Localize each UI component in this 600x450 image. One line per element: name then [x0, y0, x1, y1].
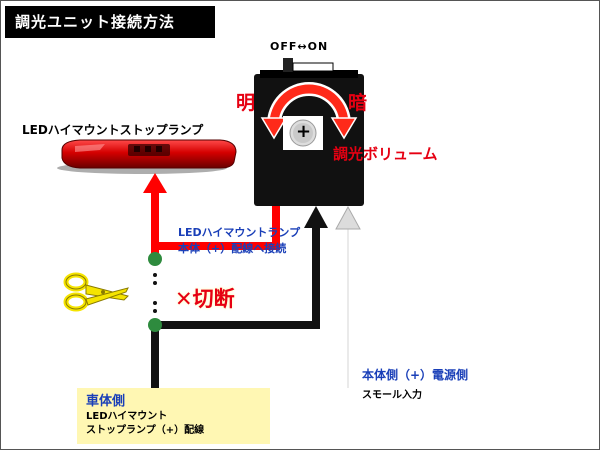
connect-note-line1: LEDハイマウントランプ [178, 226, 301, 239]
on-off-label: OFF↔ON [270, 40, 329, 53]
on-off-switch[interactable] [283, 58, 293, 72]
vehicle-side-box: 車体側 LEDハイマウント ストップランプ（+）配線 [77, 388, 270, 444]
page-title: 調光ユニット接続方法 [5, 6, 215, 38]
volume-label: 調光ボリューム [333, 145, 438, 163]
red-arrow-head-icon [143, 173, 167, 193]
led-lamp-label: LEDハイマウントストップランプ [22, 123, 204, 137]
vehicle-side-title: 車体側 [86, 394, 126, 409]
power-side-line2: スモール入力 [362, 390, 422, 401]
led-lamp-icon [57, 139, 237, 174]
white-arrow-head-icon [335, 205, 361, 230]
bright-label: 明 [236, 92, 256, 114]
red-wire [151, 190, 280, 250]
power-side-line1: 本体側（+）電源側 [362, 368, 469, 382]
scissors-icon [63, 272, 129, 312]
connect-note-line2: 本体（+）配線へ接続 [178, 242, 287, 255]
cut-gap-dots [153, 273, 157, 313]
dark-label: 暗 [348, 92, 368, 114]
junction-upper [148, 252, 162, 266]
cut-label: ✕切断 [175, 287, 235, 311]
vehicle-side-line2: ストップランプ（+）配線 [86, 425, 205, 436]
black-wire [151, 225, 320, 388]
black-arrow-head-icon [304, 206, 328, 228]
volume-knob[interactable] [283, 116, 323, 150]
plus-symbol: + [296, 121, 312, 142]
vehicle-side-line1: LEDハイマウント [86, 411, 168, 422]
junction-lower [148, 318, 162, 332]
rotate-arrow-icon [260, 82, 358, 140]
